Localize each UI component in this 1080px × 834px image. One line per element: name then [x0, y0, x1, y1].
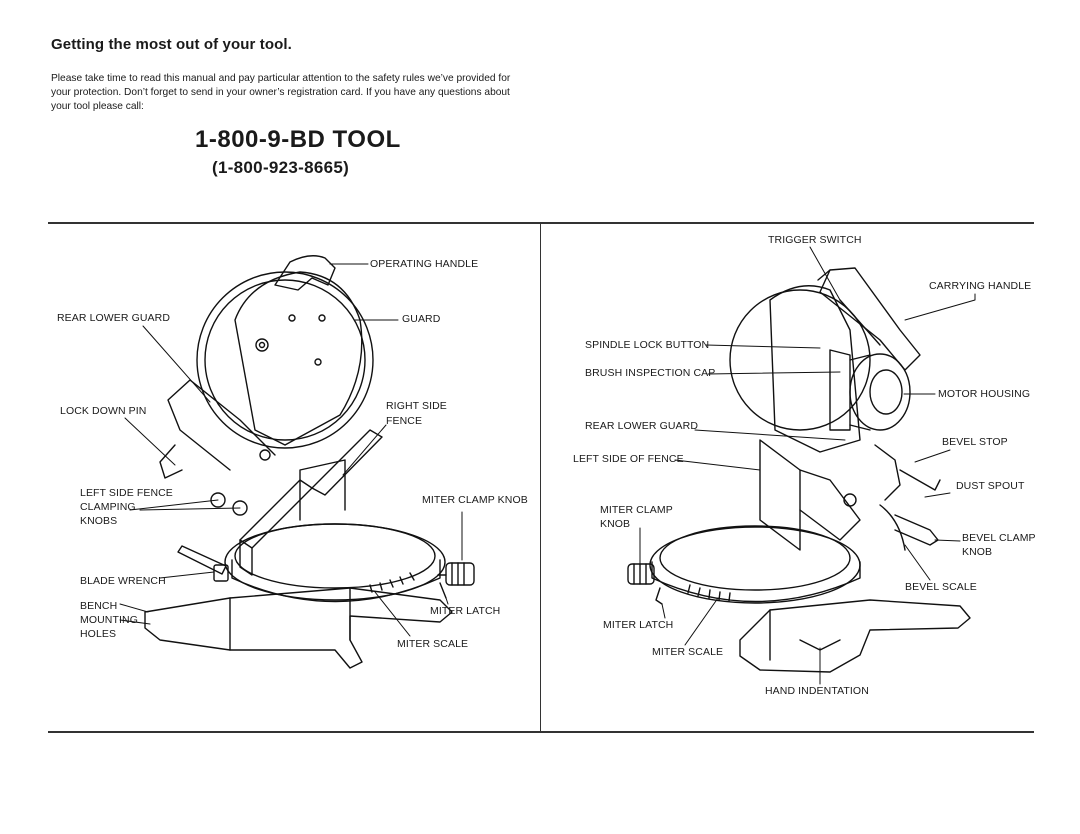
label-blade-wrench: BLADE WRENCH	[80, 575, 166, 587]
label-trigger-switch: TRIGGER SWITCH	[768, 234, 862, 246]
left-blade-wrench	[177, 545, 227, 575]
label-bench-mounting-holes: BENCH	[80, 600, 118, 612]
label-right-side-fence: RIGHT SIDE	[386, 400, 447, 412]
label-motor-housing: MOTOR HOUSING	[938, 388, 1031, 400]
section-heading: Getting the most out of your tool.	[51, 36, 292, 53]
right-leader-lines	[639, 246, 976, 685]
left-miter-clamp-knob	[445, 562, 475, 586]
label-miter-latch: MITER LATCH	[430, 605, 501, 617]
label-left-side-fence-2: CLAMPING	[80, 501, 136, 513]
label-lock-down-pin: LOCK DOWN PIN	[60, 405, 147, 417]
label-left-side-fence-3: KNOBS	[80, 515, 118, 527]
label-bevel-clamp-knob: BEVEL CLAMP	[962, 532, 1036, 544]
right-saw-blade	[729, 289, 871, 431]
label-left-side-of-fence: LEFT SIDE OF FENCE	[573, 453, 684, 465]
label-miter-scale-right: MITER SCALE	[652, 646, 724, 658]
label-bench-mounting-holes-3: HOLES	[80, 628, 117, 640]
label-rear-lower-guard: REAR LOWER GUARD	[57, 312, 171, 324]
label-dust-spout: DUST SPOUT	[956, 480, 1025, 492]
label-hand-indentation: HAND INDENTATION	[765, 685, 869, 697]
label-bevel-clamp-knob-2: KNOB	[962, 546, 993, 558]
label-miter-clamp-knob-right-2: KNOB	[600, 518, 631, 530]
label-miter-scale: MITER SCALE	[397, 638, 469, 650]
intro-paragraph: Please take time to read this manual and…	[51, 73, 511, 112]
label-miter-clamp-knob: MITER CLAMP KNOB	[422, 494, 528, 506]
left-saw-guard	[234, 271, 363, 446]
left-operating-handle	[274, 255, 336, 291]
label-brush-inspection-cap: BRUSH INSPECTION CAP	[585, 367, 716, 379]
label-right-side-fence-2: FENCE	[386, 415, 423, 427]
center-divider	[540, 223, 541, 731]
bottom-divider	[48, 731, 1034, 733]
left-leader-lines	[119, 263, 463, 637]
right-bevel-clamp-knob	[894, 514, 939, 546]
right-bevel-scale	[879, 504, 906, 551]
label-miter-latch-right: MITER LATCH	[603, 619, 674, 631]
label-operating-handle: OPERATING HANDLE	[370, 258, 479, 270]
label-guard: GUARD	[402, 313, 441, 325]
right-carrying-handle	[819, 267, 921, 371]
right-saw-drawing	[627, 267, 971, 673]
right-side-fence	[759, 439, 801, 551]
helpline-numeric-number: (1-800-923-8665)	[212, 158, 350, 177]
label-bevel-scale: BEVEL SCALE	[905, 581, 977, 593]
label-bevel-stop: BEVEL STOP	[942, 436, 1008, 448]
label-left-side-fence: LEFT SIDE FENCE	[80, 487, 173, 499]
label-bench-mounting-holes-2: MOUNTING	[80, 614, 138, 626]
label-spindle-lock-button: SPINDLE LOCK BUTTON	[585, 339, 710, 351]
right-saw-base	[739, 599, 971, 673]
left-saw-blade	[196, 271, 374, 449]
label-miter-clamp-knob-right: MITER CLAMP	[600, 504, 673, 516]
right-side-fence	[311, 429, 383, 496]
label-carrying-handle: CARRYING HANDLE	[929, 280, 1032, 292]
right-miter-clamp-knob	[627, 563, 655, 585]
label-rear-lower-guard-right: REAR LOWER GUARD	[585, 420, 699, 432]
helpline-word-number: 1-800-9-BD TOOL	[195, 126, 401, 153]
left-saw-drawing	[144, 255, 475, 669]
top-divider	[48, 222, 1034, 224]
left-saw-base	[144, 587, 453, 669]
